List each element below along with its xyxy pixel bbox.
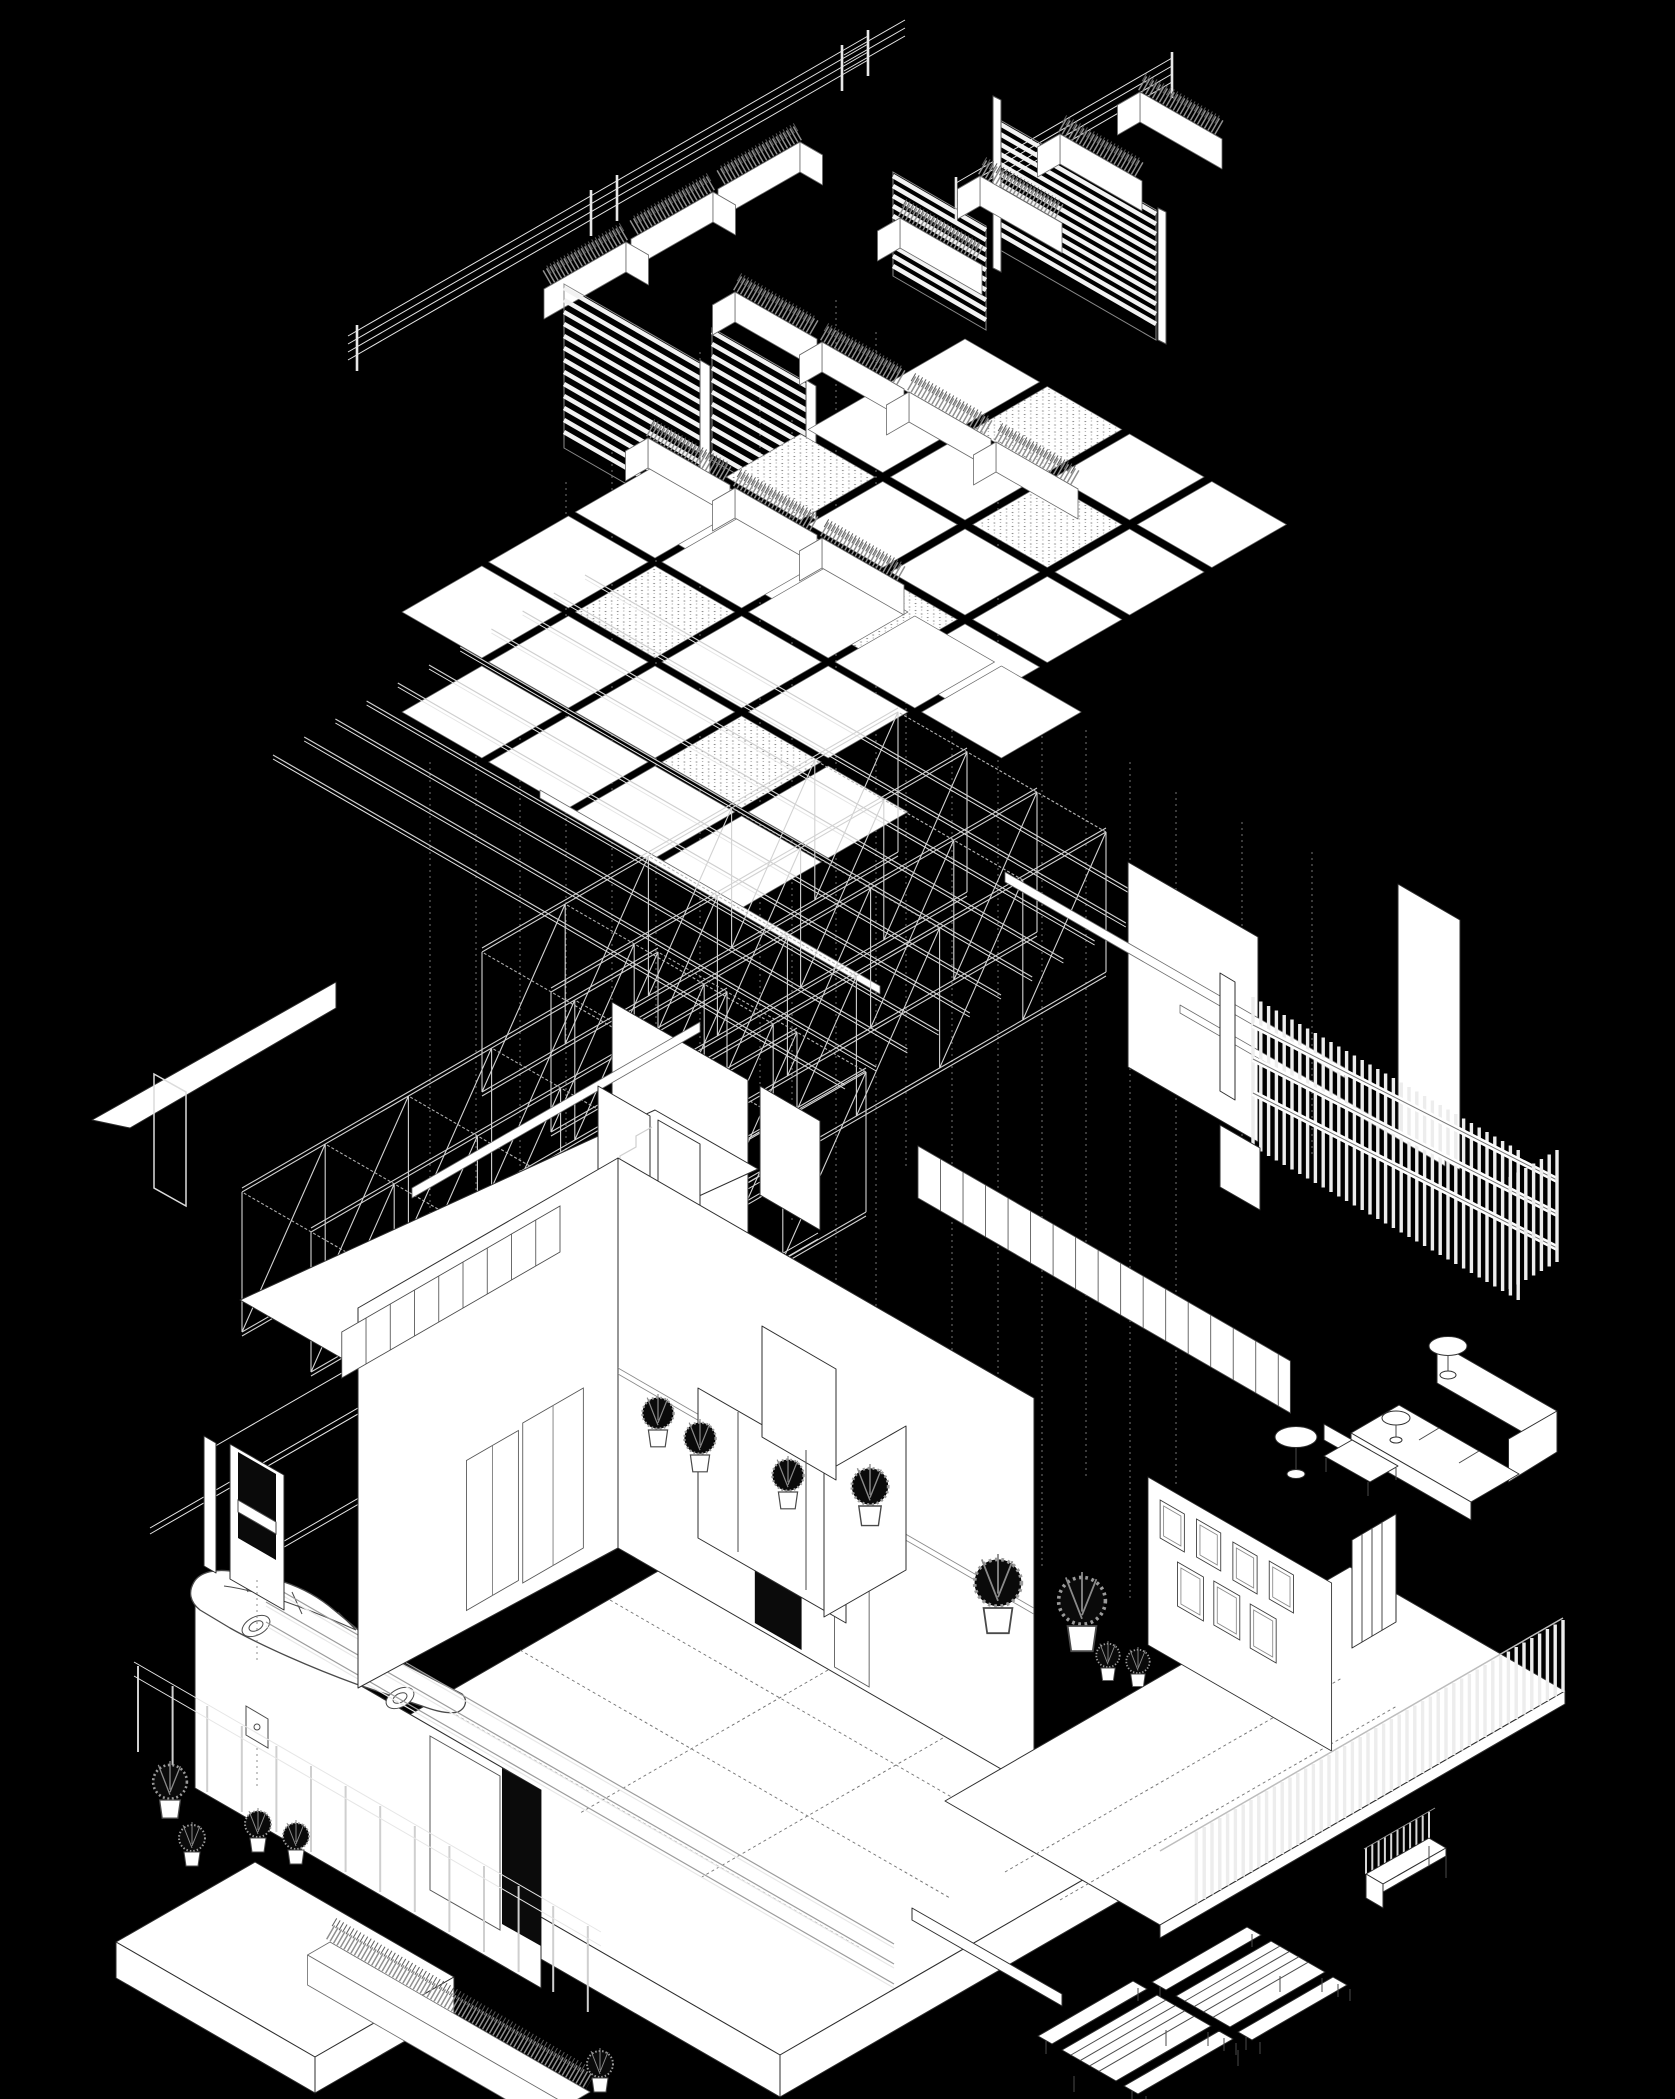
interior-partitions: [697, 1325, 907, 1624]
gallery-wall: [1147, 1476, 1397, 1752]
curb-element: [911, 1907, 1063, 2007]
main-building: [115, 1072, 1566, 2099]
lounge-sofa-set: [1323, 1336, 1558, 1521]
lounge-chair: [1323, 1423, 1399, 1496]
park-bench: [1363, 1807, 1447, 1909]
exploded-window-frames: [153, 1072, 285, 1660]
entry-railing: [133, 1661, 602, 2012]
round-coffee-table: [1381, 1410, 1411, 1444]
green-roof-terrace: [401, 277, 1287, 909]
pedestal-table: [1274, 1426, 1318, 1479]
terrace-deck: [944, 1566, 1566, 1939]
ev-charger: [245, 1705, 269, 1788]
deck-balustrade: [1159, 1617, 1565, 1904]
louver-screens-top: [878, 77, 1223, 345]
picnic-tables: [1037, 1926, 1351, 2099]
carport-wall: [194, 1589, 542, 1989]
round-side-table: [1428, 1336, 1468, 1380]
vertical-slat-screen-wall: [1219, 972, 1559, 1300]
entry-planter-strip: [307, 1918, 614, 2099]
open-entry-door: [1351, 1513, 1397, 1649]
clerestory-bands: [341, 1145, 1291, 1414]
